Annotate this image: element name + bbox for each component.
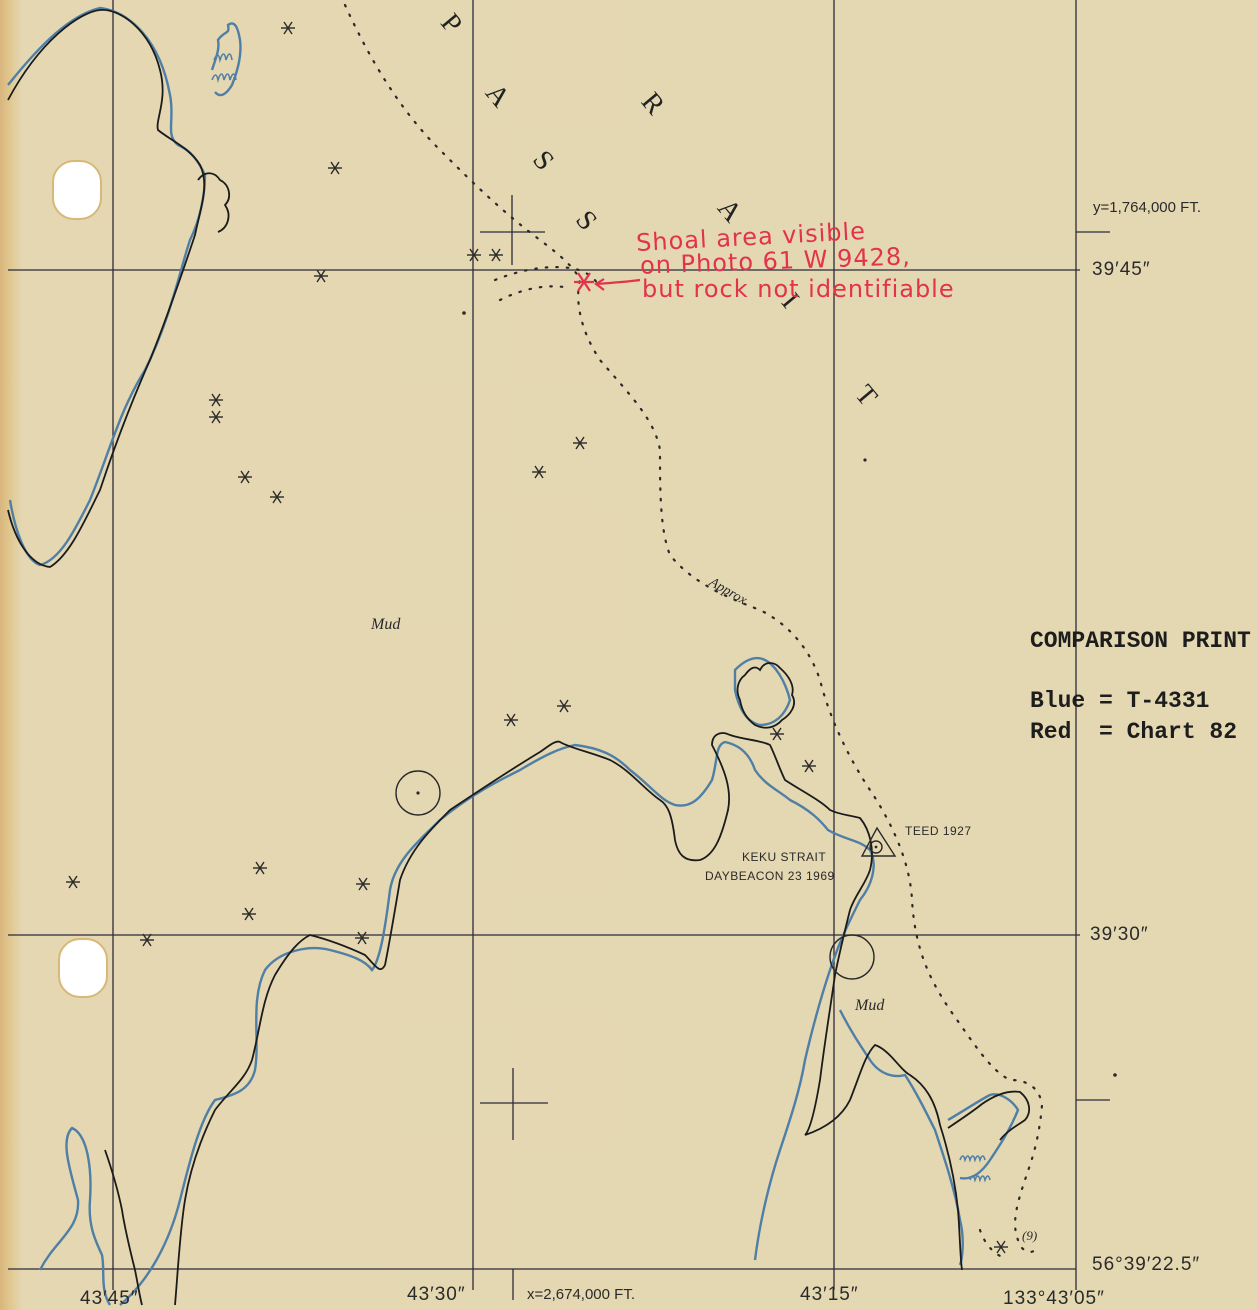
dot — [863, 458, 867, 462]
dot — [1113, 1073, 1117, 1077]
black-shoreline — [7, 9, 1031, 1306]
daybeacon-label-name: KEKU STRAIT — [742, 850, 827, 864]
rock-symbol — [209, 393, 223, 407]
legend-title: COMPARISON PRINT — [1030, 628, 1251, 654]
legend-red: Red = Chart 82 — [1030, 719, 1238, 745]
red-shoal-marker — [574, 272, 641, 292]
rock-symbol — [238, 470, 252, 484]
nav-symbols — [395, 770, 897, 980]
sounding-label: (9) — [1022, 1228, 1038, 1243]
rock-symbol — [209, 410, 223, 424]
blue-coast-main — [119, 740, 875, 1306]
marsh-symbols — [211, 53, 991, 1183]
y-coordinate-label: y=1,764,000 FT. — [1093, 199, 1201, 216]
shoal-curve-1 — [493, 266, 600, 287]
lat-label-39-30: 39′30″ — [1090, 924, 1149, 945]
rock-symbol — [281, 21, 295, 35]
lat-label-39-22: 56°39′22.5″ — [1092, 1254, 1201, 1275]
dot — [874, 845, 878, 849]
blue-coast-sw — [38, 1126, 112, 1306]
blue-island-west — [7, 6, 207, 567]
dots — [416, 311, 1117, 1077]
danger-curves — [343, 3, 1044, 1260]
mud-label: Mud — [371, 616, 401, 633]
shoal-curve-2 — [498, 285, 572, 302]
rock-symbol — [253, 861, 267, 875]
mud-label: Mud — [855, 997, 885, 1014]
lon-label-43-45: 43′45″ — [80, 1288, 139, 1309]
lat-label-39-45: 39′45″ — [1092, 259, 1151, 280]
lon-label-43-05: 133°43′05″ — [1003, 1288, 1105, 1309]
rock-symbol — [532, 465, 546, 479]
blue-reef-east — [947, 1093, 1020, 1180]
black-coast-sw — [104, 1149, 143, 1306]
rock-symbol — [140, 933, 154, 947]
red-rock-symbol — [574, 272, 594, 292]
dot — [416, 791, 420, 795]
marsh-tuft — [969, 1175, 991, 1183]
rock-symbol — [802, 759, 816, 773]
rock-symbol — [770, 727, 784, 741]
rock-symbol — [270, 490, 284, 504]
rock-symbol — [557, 699, 571, 713]
rock-symbol — [66, 875, 80, 889]
lon-label-43-15: 43′15″ — [800, 1284, 859, 1305]
daybeacon-label-year: DAYBEACON 23 1969 — [705, 869, 835, 883]
marsh-tuft — [211, 73, 237, 84]
rock-symbol — [314, 269, 328, 283]
rock-symbol — [504, 713, 518, 727]
rock-symbol — [328, 161, 342, 175]
rock-symbols — [66, 21, 1008, 1254]
rock-symbol — [242, 907, 256, 921]
rock-symbol — [355, 931, 369, 945]
rock-symbol — [467, 248, 481, 262]
rock-symbol — [489, 248, 503, 262]
rock-symbol — [573, 436, 587, 450]
legend-blue: Blue = T-4331 — [1030, 688, 1210, 714]
x-coordinate-label: x=2,674,000 FT. — [527, 1286, 635, 1303]
daybeacon-circle — [869, 840, 883, 854]
annotation-line-3: but rock not identifiable — [642, 275, 955, 303]
station-label: TEED 1927 — [905, 824, 972, 838]
sounding-curve — [978, 1228, 1007, 1260]
rock-symbol — [994, 1240, 1008, 1254]
projection-grid — [8, 0, 1110, 1300]
marsh-tuft — [959, 1155, 986, 1163]
black-reef-outline — [736, 662, 795, 729]
rock-symbol — [356, 877, 370, 891]
blue-rock-outline — [210, 22, 242, 97]
circle-symbol — [829, 934, 875, 980]
binder-hole-bottom — [58, 938, 108, 998]
marsh-tuft — [213, 53, 233, 64]
binder-hole-top — [52, 160, 102, 220]
black-island-west — [7, 9, 206, 568]
blue-coast-east — [838, 1009, 964, 1266]
black-reef-east — [947, 1090, 1031, 1141]
lon-label-43-30: 43′30″ — [407, 1284, 466, 1305]
approx-danger-curve — [343, 3, 1044, 1254]
circle-symbol — [395, 770, 441, 816]
black-coast-main — [174, 732, 963, 1306]
blue-reef-outline — [733, 656, 792, 727]
dot — [462, 311, 466, 315]
red-arrow-shaft — [595, 278, 641, 286]
triangulation-station-triangle — [860, 826, 897, 857]
red-arrow-head — [594, 278, 605, 291]
black-rock-west — [197, 172, 231, 233]
